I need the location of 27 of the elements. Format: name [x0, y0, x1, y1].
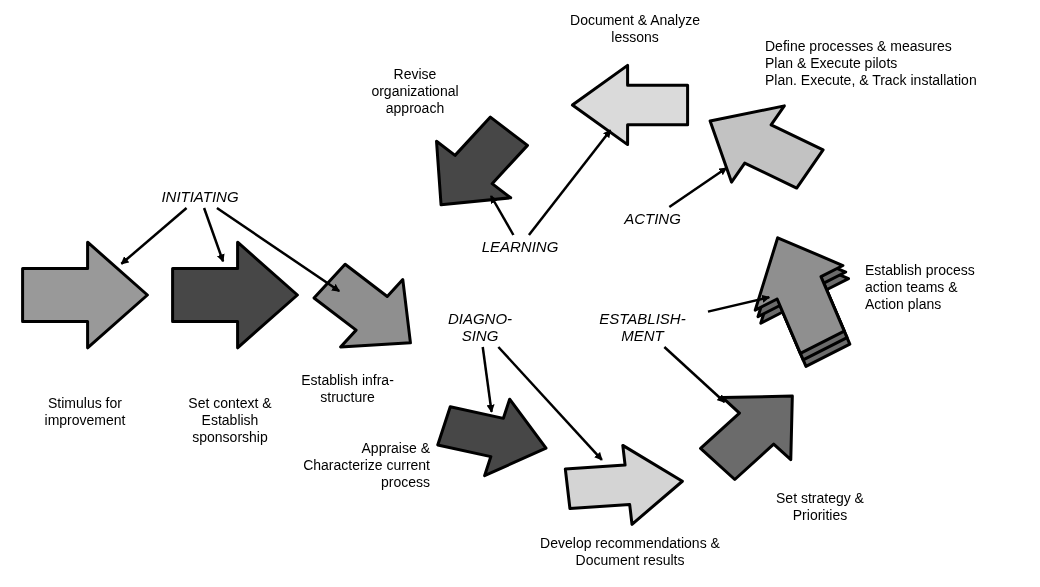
leader-arrow	[668, 166, 728, 209]
phase-label: ACTING	[615, 210, 690, 227]
leader-arrow	[481, 346, 495, 413]
step-caption: Establish process action teams & Action plans	[865, 262, 976, 313]
leader-arrow	[497, 346, 603, 461]
leader-arrow	[202, 207, 225, 263]
leader-arrow	[527, 129, 612, 236]
leader-arrow	[120, 207, 188, 265]
step-caption: Define processes & measures	[765, 38, 953, 55]
phase-label: INITIATING	[145, 188, 255, 205]
step-caption: Stimulus for improvement	[43, 395, 127, 429]
phase-label: DIAGNO- SING	[440, 310, 520, 344]
phase-label: ESTABLISH- MENT	[580, 310, 705, 344]
step-caption: Set context & Establish sponsorship	[187, 395, 273, 446]
leader-arrow	[489, 195, 515, 236]
step-caption: Set strategy & Priorities	[775, 490, 865, 524]
step-caption: Develop recommendations & Document results	[539, 535, 721, 569]
step-caption: Appraise & Characterize current process	[302, 440, 430, 491]
leader-arrow	[663, 346, 726, 403]
leader-arrow	[216, 206, 341, 293]
step-caption: Plan. Execute, & Track installation	[765, 72, 978, 89]
step-caption: Revise organizational approach	[370, 66, 460, 117]
step-caption: Establish infra- structure	[300, 372, 395, 406]
step-caption: Document & Analyze lessons	[569, 12, 701, 46]
leader-arrow	[707, 294, 771, 313]
step-caption: Plan & Execute pilots	[765, 55, 899, 72]
phase-label: LEARNING	[470, 238, 570, 255]
